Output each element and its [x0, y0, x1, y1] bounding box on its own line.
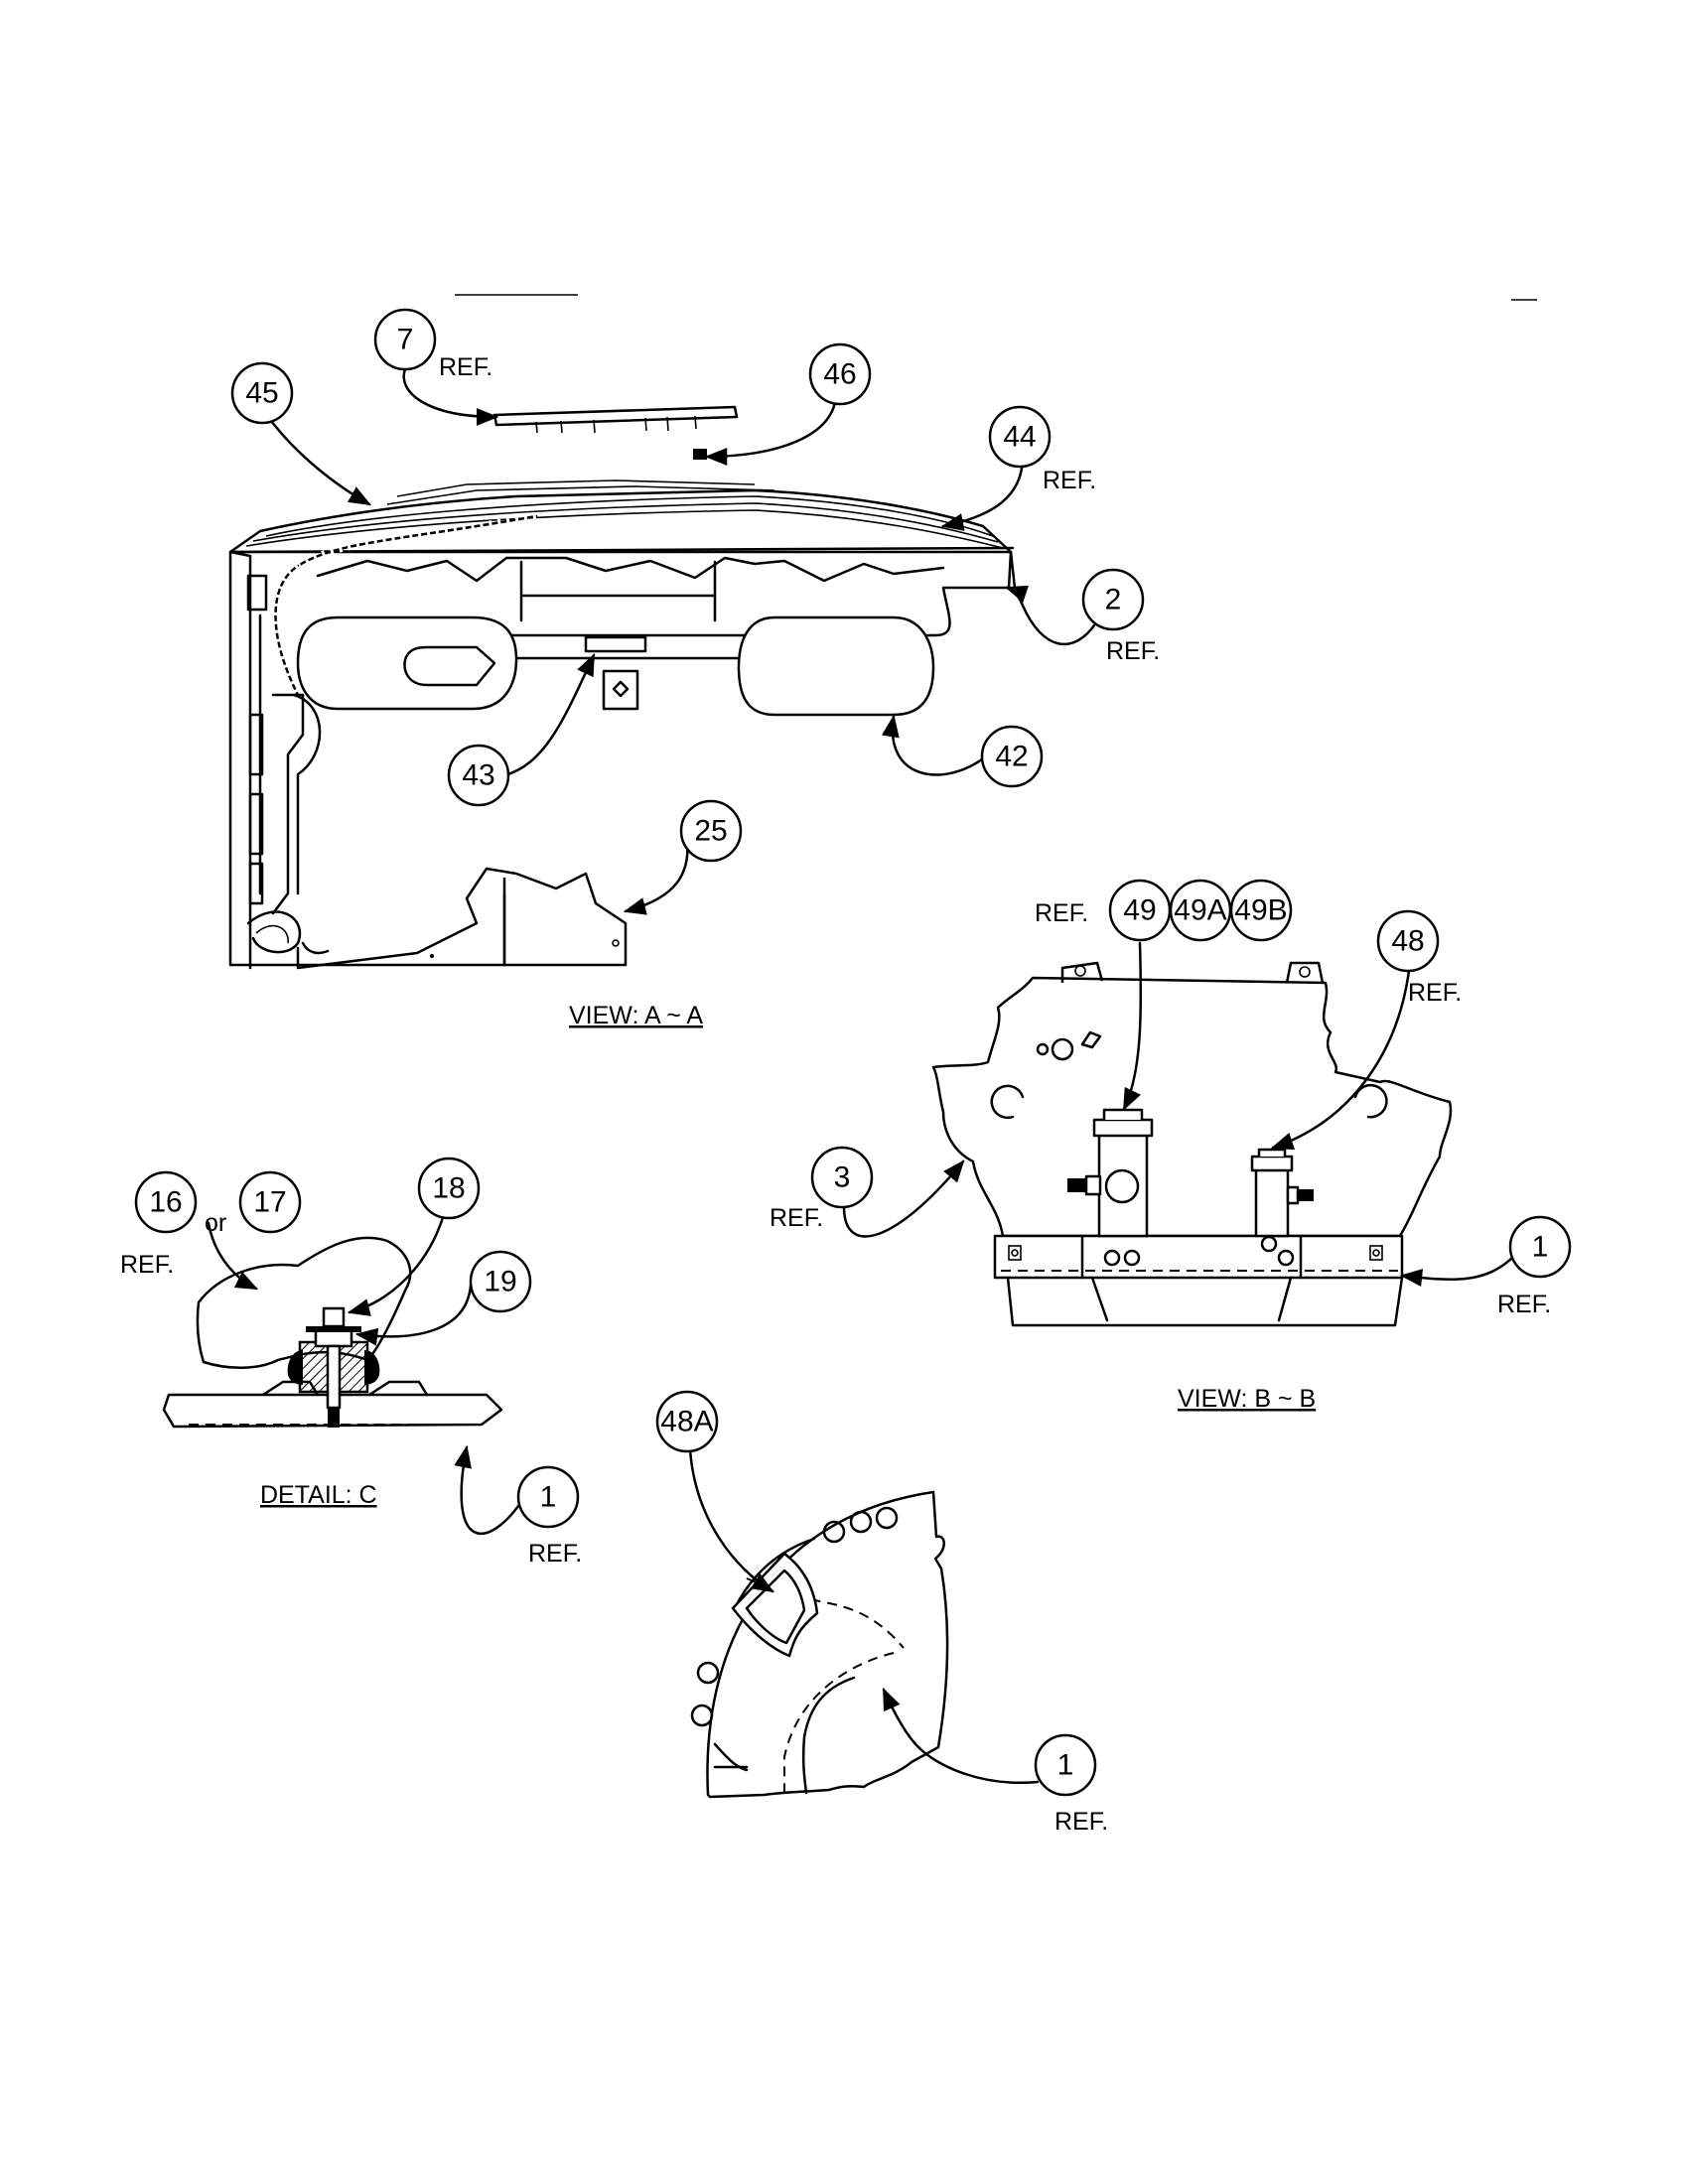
- callout-42: 42: [980, 725, 1044, 788]
- or-label: or: [205, 1209, 226, 1237]
- callout-48-ref: REF.: [1408, 979, 1462, 1007]
- callout-49a-number: 49A: [1174, 894, 1226, 927]
- callout-17-number: 17: [253, 1186, 286, 1219]
- callout-25: 25: [679, 799, 743, 863]
- callout-1-number: 1: [540, 1481, 557, 1514]
- callout-48-number: 48: [1391, 925, 1424, 958]
- callout-49-ref: REF.: [1035, 899, 1088, 927]
- callout-43: 43: [447, 744, 510, 807]
- callout-3-ref: REF.: [770, 1204, 823, 1232]
- callout-1-ref: REF.: [1054, 1808, 1108, 1836]
- callout-16-number: 16: [149, 1186, 182, 1219]
- callout-19: 19: [469, 1250, 532, 1313]
- callout-1-ref: REF.: [528, 1540, 582, 1568]
- callout-16-ref: REF.: [120, 1251, 174, 1279]
- callout-49b: 49B: [1229, 879, 1293, 942]
- callout-18: 18: [417, 1157, 481, 1220]
- callout-48a: 48A: [655, 1390, 719, 1453]
- callout-1-ref: REF.: [1497, 1291, 1551, 1318]
- callout-3: 3 REF.: [770, 1146, 874, 1232]
- callout-18-number: 18: [432, 1172, 465, 1205]
- callout-3-number: 3: [834, 1161, 851, 1194]
- callout-45: 45: [230, 361, 294, 425]
- callout-2: 2 REF.: [1081, 568, 1160, 665]
- callout-1-detail-c: 1 REF.: [516, 1465, 582, 1568]
- detail-c-drawing: [162, 1236, 503, 1429]
- callout-1-number: 1: [1532, 1231, 1549, 1264]
- callout-42-number: 42: [995, 741, 1028, 773]
- callout-2-ref: REF.: [1106, 637, 1160, 665]
- bottom-view-drawing: [690, 1490, 949, 1799]
- callout-45-number: 45: [245, 377, 278, 410]
- callout-44-ref: REF.: [1043, 467, 1096, 494]
- callout-1-bottom-view: 1 REF.: [1034, 1733, 1108, 1836]
- callout-19-number: 19: [484, 1266, 516, 1298]
- view-aa-caption: VIEW: A ~ A: [569, 1002, 703, 1029]
- callout-48: 48 REF.: [1376, 909, 1462, 1007]
- callout-7: 7 REF.: [373, 308, 492, 381]
- callout-49: REF. 49: [1035, 879, 1172, 942]
- view-aa-leaders: [266, 367, 1096, 915]
- callout-44-number: 44: [1003, 421, 1036, 454]
- bottom-view-leaders: [688, 1447, 1040, 1784]
- callout-49a: 49A: [1169, 879, 1232, 942]
- callout-46: 46: [808, 342, 872, 406]
- callout-25-number: 25: [694, 815, 727, 848]
- callout-1-view-bb: 1 REF.: [1497, 1215, 1572, 1318]
- callout-2-number: 2: [1105, 584, 1122, 616]
- callout-1-number: 1: [1057, 1749, 1074, 1782]
- callout-49b-number: 49B: [1234, 894, 1287, 927]
- callout-43-number: 43: [462, 759, 494, 792]
- view-bb-drawing: [931, 961, 1453, 1327]
- callout-7-number: 7: [397, 324, 414, 356]
- callout-7-ref: REF.: [439, 353, 492, 381]
- callout-49-number: 49: [1123, 894, 1156, 927]
- callout-44: 44 REF.: [988, 405, 1096, 494]
- detail-c-caption: DETAIL: C: [260, 1481, 377, 1509]
- callout-16: 16 REF.: [120, 1170, 198, 1279]
- callout-17: 17: [238, 1170, 302, 1234]
- callout-48a-number: 48A: [660, 1406, 713, 1438]
- callout-46-number: 46: [823, 358, 856, 391]
- view-bb-leaders: [842, 941, 1516, 1288]
- view-bb-caption: VIEW: B ~ B: [1178, 1385, 1316, 1413]
